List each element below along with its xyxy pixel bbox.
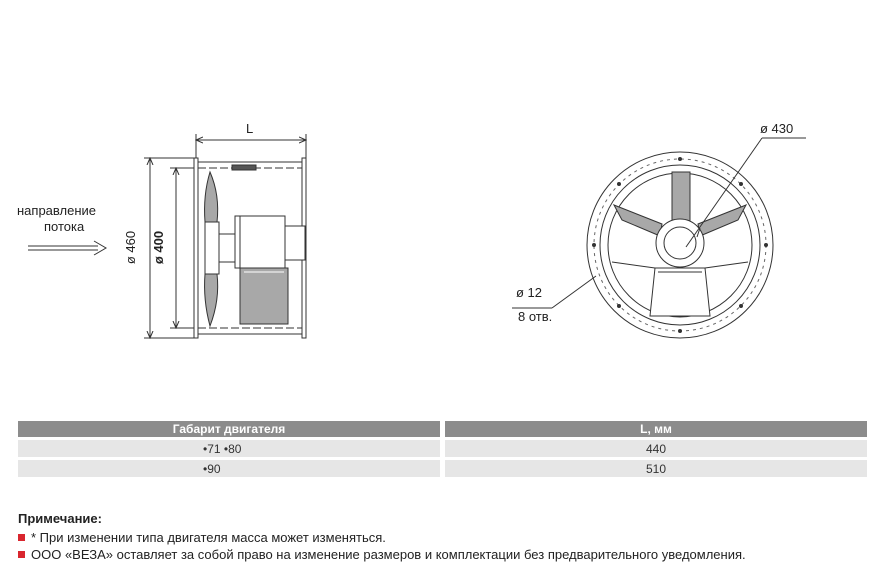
dim-length-label: L: [246, 121, 254, 136]
note-text: * При изменении типа двигателя масса мож…: [31, 530, 386, 545]
flow-label-line1: направление: [17, 203, 97, 218]
header-motor-size: Габарит двигателя: [18, 421, 440, 437]
flow-arrow: [28, 240, 107, 256]
fan-front-view: [512, 137, 806, 339]
table-row: •71 •80 440: [18, 440, 867, 457]
dim-outer-diameter-label: ø 460: [123, 230, 139, 265]
cell-length: 440: [445, 440, 867, 457]
table-header-row: Габарит двигателя L, мм: [18, 421, 867, 437]
bullet-icon: [18, 551, 25, 558]
table-row: •90 510: [18, 460, 867, 477]
note-title: Примечание:: [18, 511, 102, 526]
bullet-icon: [18, 534, 25, 541]
note-section: Примечание: * При изменении типа двигате…: [18, 511, 746, 563]
dim-hole-count-label: 8 отв.: [518, 309, 553, 324]
motor-spec-table: Габарит двигателя L, мм •71 •80 440 •90 …: [18, 418, 867, 480]
dim-hole-label: ø 12: [516, 285, 543, 300]
cell-motor-size: •71 •80: [18, 440, 440, 457]
dim-bolt-circle-label: ø 430: [760, 121, 794, 136]
note-line: ООО «ВЕЗА» оставляет за собой право на и…: [18, 546, 746, 563]
flow-label-line2: потока: [44, 219, 85, 234]
cell-length: 510: [445, 460, 867, 477]
fan-side-view: [144, 134, 306, 338]
header-length: L, мм: [445, 421, 867, 437]
cell-motor-size: •90: [18, 460, 440, 477]
technical-drawing: [28, 134, 806, 410]
note-text: ООО «ВЕЗА» оставляет за собой право на и…: [31, 547, 746, 562]
dim-inner-diameter-label: ø 400: [151, 230, 167, 265]
note-line: * При изменении типа двигателя масса мож…: [18, 529, 746, 546]
